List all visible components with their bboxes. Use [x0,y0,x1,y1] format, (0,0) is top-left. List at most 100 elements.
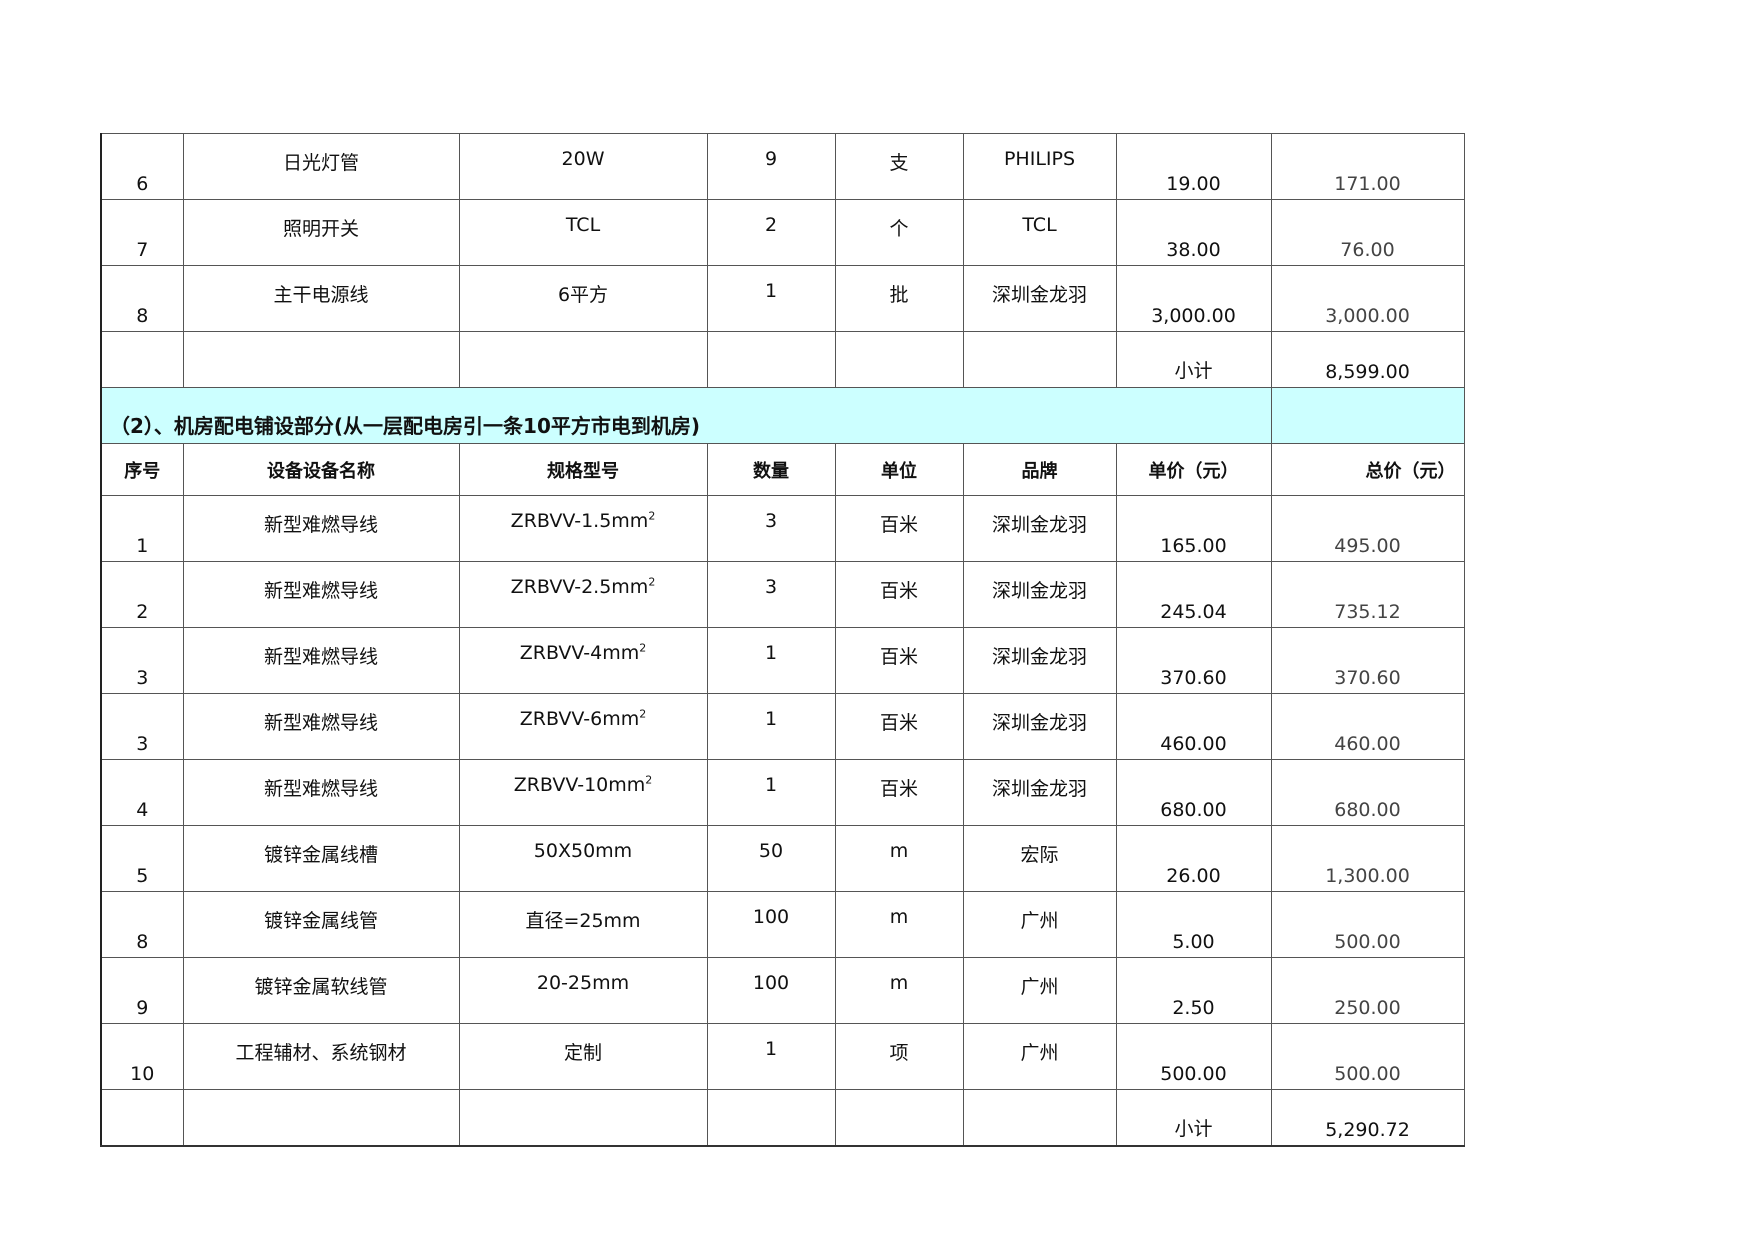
section-title: （2）、机房配电铺设部分(从一层配电房引一条10平方市电到机房) [100,387,1272,444]
cell-spec: 6平方 [458,265,708,332]
cell-qty: 1 [706,265,836,332]
cell-total: 735.12 [1270,561,1465,628]
cell-unit: 支 [834,133,964,200]
cell-spec: ZRBVV-1.5mm2 [458,495,708,562]
table-row: 8 主干电源线 6平方 1 批 深圳金龙羽 3,000.00 3,000.00 [100,265,1465,332]
cell-unit: 百米 [834,495,964,562]
column-header: 序号 [100,443,184,496]
cell-brand: 深圳金龙羽 [962,693,1117,760]
cell-no: 3 [100,627,184,694]
column-header: 数量 [706,443,836,496]
cell-total: 500.00 [1270,891,1465,958]
cell-spec: 直径=25mm [458,891,708,958]
cell-name: 新型难燃导线 [182,759,460,826]
cell-unit-price: 3,000.00 [1115,265,1272,332]
cell-unit-price: 5.00 [1115,891,1272,958]
cell-total: 460.00 [1270,693,1465,760]
cell-total: 171.00 [1270,133,1465,200]
cell-brand: 广州 [962,1023,1117,1090]
cell-spec: 20W [458,133,708,200]
cell-unit-price: 500.00 [1115,1023,1272,1090]
cell-unit: 项 [834,1023,964,1090]
cell-name: 工程辅材、系统钢材 [182,1023,460,1090]
spec-text: 20-25mm [536,972,630,994]
cell-no: 8 [100,891,184,958]
cell-spec: ZRBVV-2.5mm2 [458,561,708,628]
cell-total: 1,300.00 [1270,825,1465,892]
cell-spec: ZRBVV-10mm2 [458,759,708,826]
cell-unit-price: 19.00 [1115,133,1272,200]
subtotal-value: 8,599.00 [1270,331,1465,388]
column-header: 单位 [834,443,964,496]
cell-spec: 50X50mm [458,825,708,892]
subtotal-label: 小计 [1115,1089,1272,1147]
cell-no: 5 [100,825,184,892]
cell-brand: 深圳金龙羽 [962,627,1117,694]
section-title-row: （2）、机房配电铺设部分(从一层配电房引一条10平方市电到机房) [100,387,1465,444]
cell-unit: 个 [834,199,964,266]
cell-total: 370.60 [1270,627,1465,694]
cell-name: 新型难燃导线 [182,693,460,760]
subtotal-label: 小计 [1115,331,1272,388]
cell-total: 250.00 [1270,957,1465,1024]
cell-brand: PHILIPS [962,133,1117,200]
subtotal-row: 小计 8,599.00 [100,331,1465,388]
cell-no: 7 [100,199,184,266]
cell-qty: 9 [706,133,836,200]
spec-text: ZRBVV-6mm [519,708,640,730]
column-header: 规格型号 [458,443,708,496]
cell-unit: 批 [834,265,964,332]
cell-qty: 100 [706,891,836,958]
cell-name: 日光灯管 [182,133,460,200]
cell-unit: m [834,957,964,1024]
cell-unit: m [834,891,964,958]
cell-name: 镀锌金属线管 [182,891,460,958]
spec-superscript: 2 [645,773,653,787]
cell-no: 6 [100,133,184,200]
column-header: 单价（元） [1115,443,1272,496]
cell-no: 10 [100,1023,184,1090]
cell-unit-price: 2.50 [1115,957,1272,1024]
cell-unit: 百米 [834,759,964,826]
cell-total: 500.00 [1270,1023,1465,1090]
cell-unit-price: 165.00 [1115,495,1272,562]
column-header: 设备设备名称 [182,443,460,496]
cell-no: 8 [100,265,184,332]
spec-superscript: 2 [648,509,656,523]
column-header-row: 序号 设备设备名称 规格型号 数量 单位 品牌 单价（元） 总价（元） [100,443,1465,496]
spec-text: ZRBVV-2.5mm [510,576,649,598]
cell-no: 2 [100,561,184,628]
cell-name: 镀锌金属软线管 [182,957,460,1024]
cell-spec: ZRBVV-4mm2 [458,627,708,694]
spec-text: 定制 [563,1042,602,1064]
spec-superscript: 2 [639,707,647,721]
cell-total: 680.00 [1270,759,1465,826]
cell-no: 4 [100,759,184,826]
cell-unit-price: 460.00 [1115,693,1272,760]
cell-unit-price: 370.60 [1115,627,1272,694]
cell-brand: 广州 [962,891,1117,958]
cell-unit-price: 26.00 [1115,825,1272,892]
cell-spec: ZRBVV-6mm2 [458,693,708,760]
cell-total: 76.00 [1270,199,1465,266]
cell-name: 新型难燃导线 [182,627,460,694]
cell-qty: 1 [706,627,836,694]
cell-brand: 深圳金龙羽 [962,265,1117,332]
cell-no: 3 [100,693,184,760]
cell-name: 新型难燃导线 [182,495,460,562]
cell-unit: 百米 [834,693,964,760]
cell-name: 镀锌金属线槽 [182,825,460,892]
cell-unit-price: 38.00 [1115,199,1272,266]
spec-superscript: 2 [648,575,656,589]
cell-name: 主干电源线 [182,265,460,332]
cell-brand: TCL [962,199,1117,266]
cell-qty: 1 [706,1023,836,1090]
spec-text: ZRBVV-4mm [519,642,640,664]
